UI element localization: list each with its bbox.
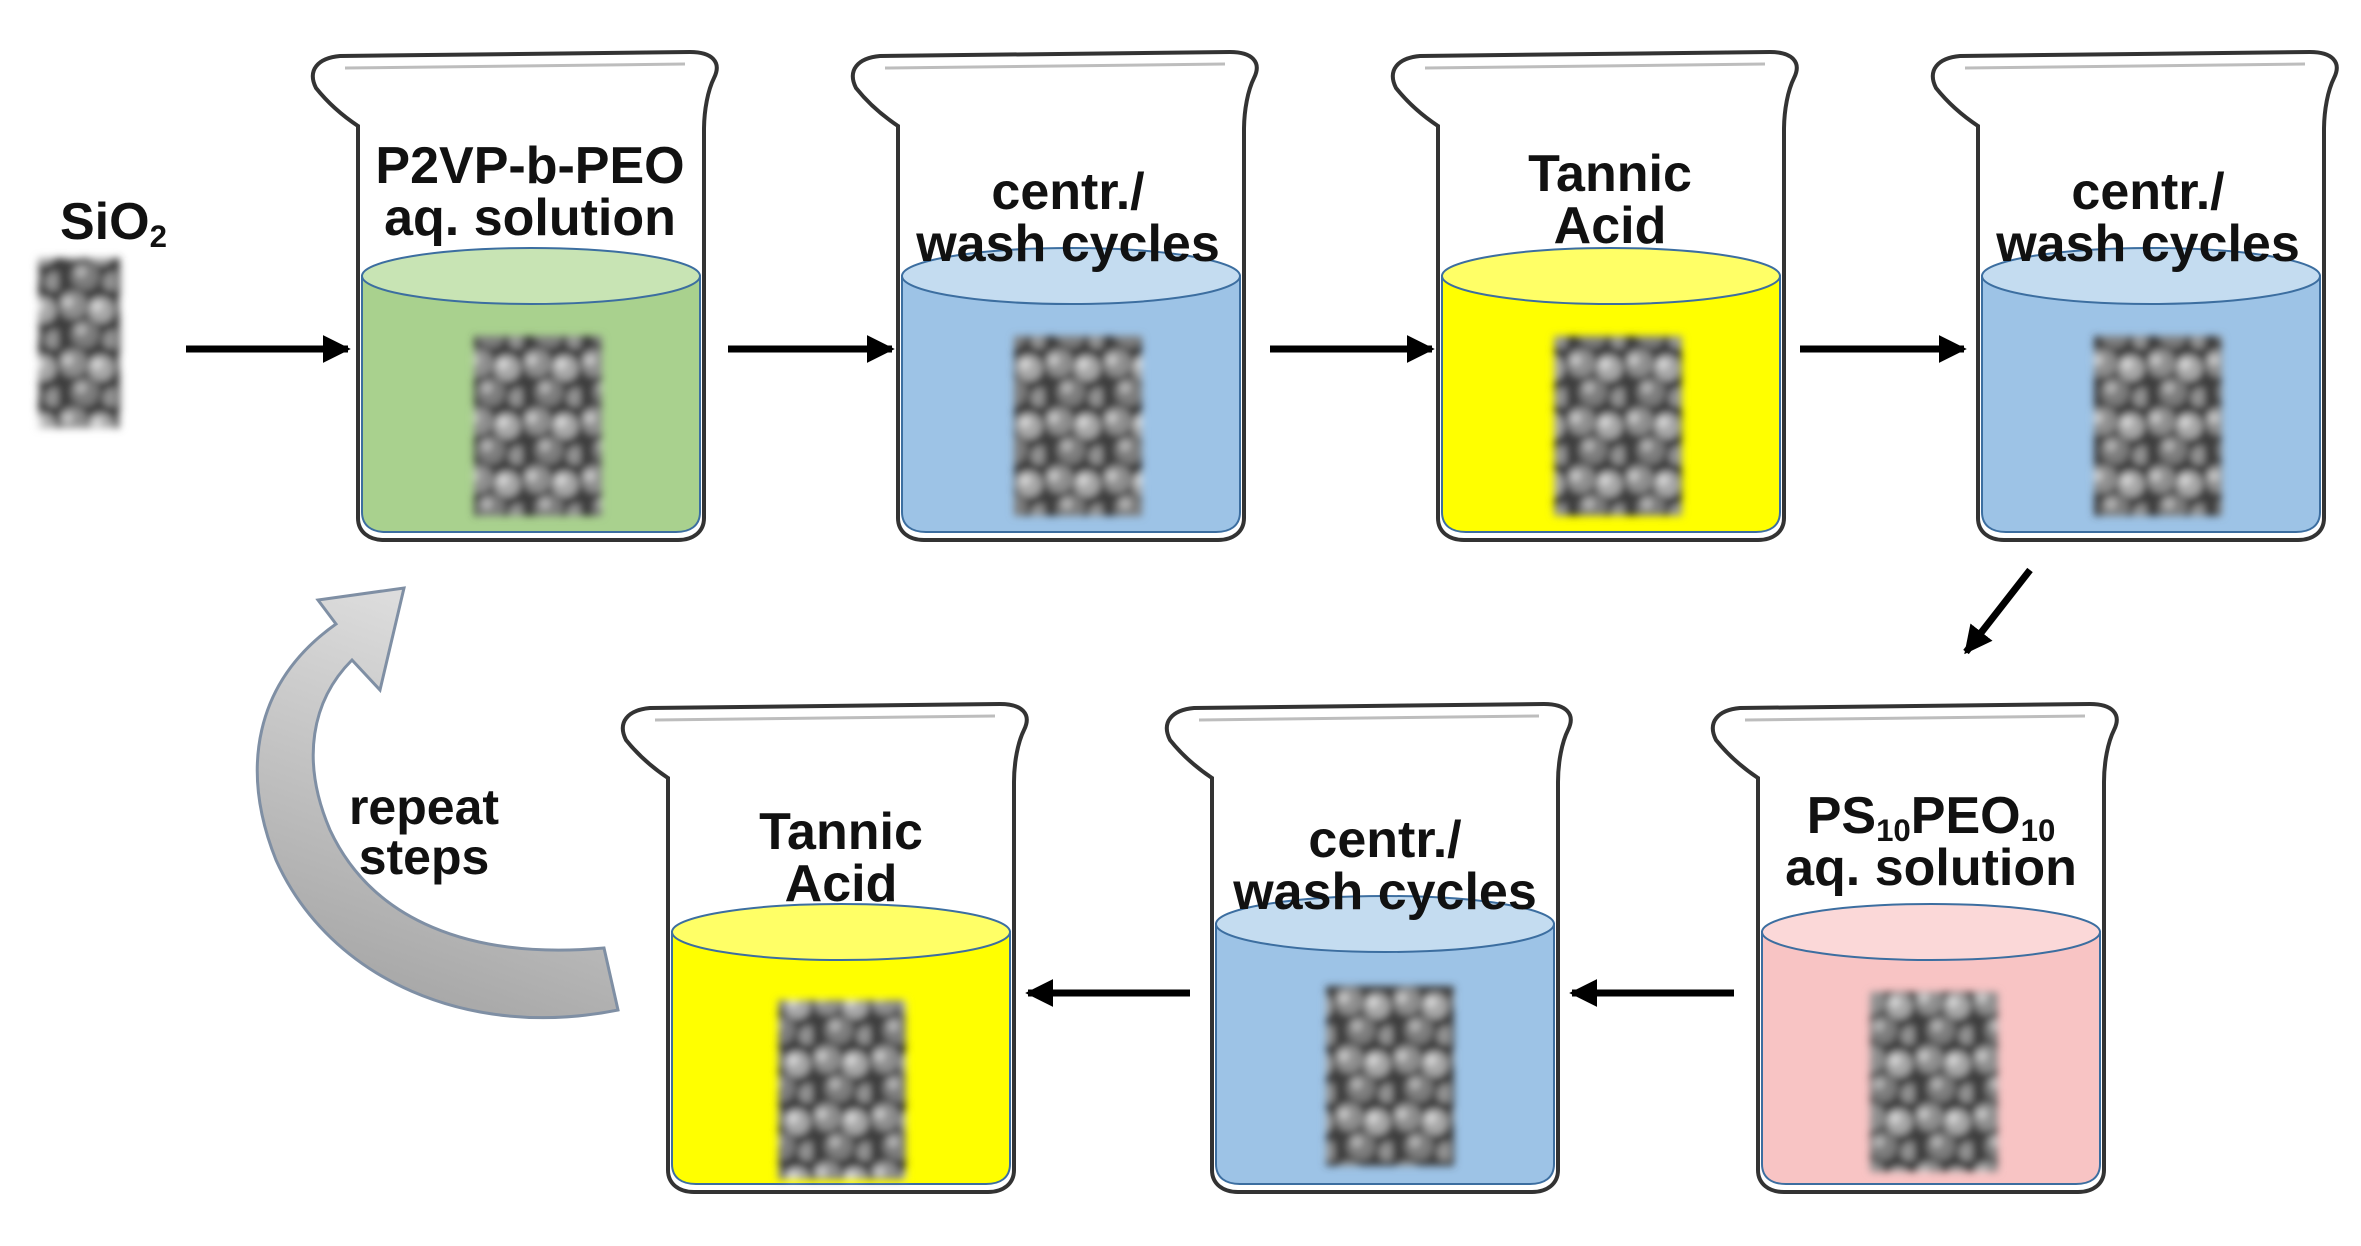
curved-arrow-icon [255,586,620,1020]
beaker-6 [1164,701,1573,1194]
beaker-2 [850,49,1259,542]
beaker-1 [310,49,719,542]
beaker-2-label: centr./ wash cycles [916,163,1220,273]
beaker-4-label: centr./ wash cycles [1996,163,2300,273]
beaker-3 [1390,49,1799,542]
beaker-5 [1710,701,2119,1194]
sio2-label: SiO2 [60,193,167,254]
diagonal-arrow-icon [1963,567,2033,655]
beaker-6-label: centr./ wash cycles [1233,811,1537,921]
beaker-4 [1930,49,2339,542]
beaker-7 [620,701,1029,1194]
sio2-particle-image [38,258,120,428]
beaker-5-label: PS10PEO10 aq. solution [1785,787,2077,897]
beaker-7-label: Tannic Acid [759,803,923,913]
beaker-3-label: Tannic Acid [1528,145,1692,255]
repeat-steps-label: repeat steps [348,779,500,885]
beaker-1-label: P2VP-b-PEO aq. solution [375,137,685,247]
